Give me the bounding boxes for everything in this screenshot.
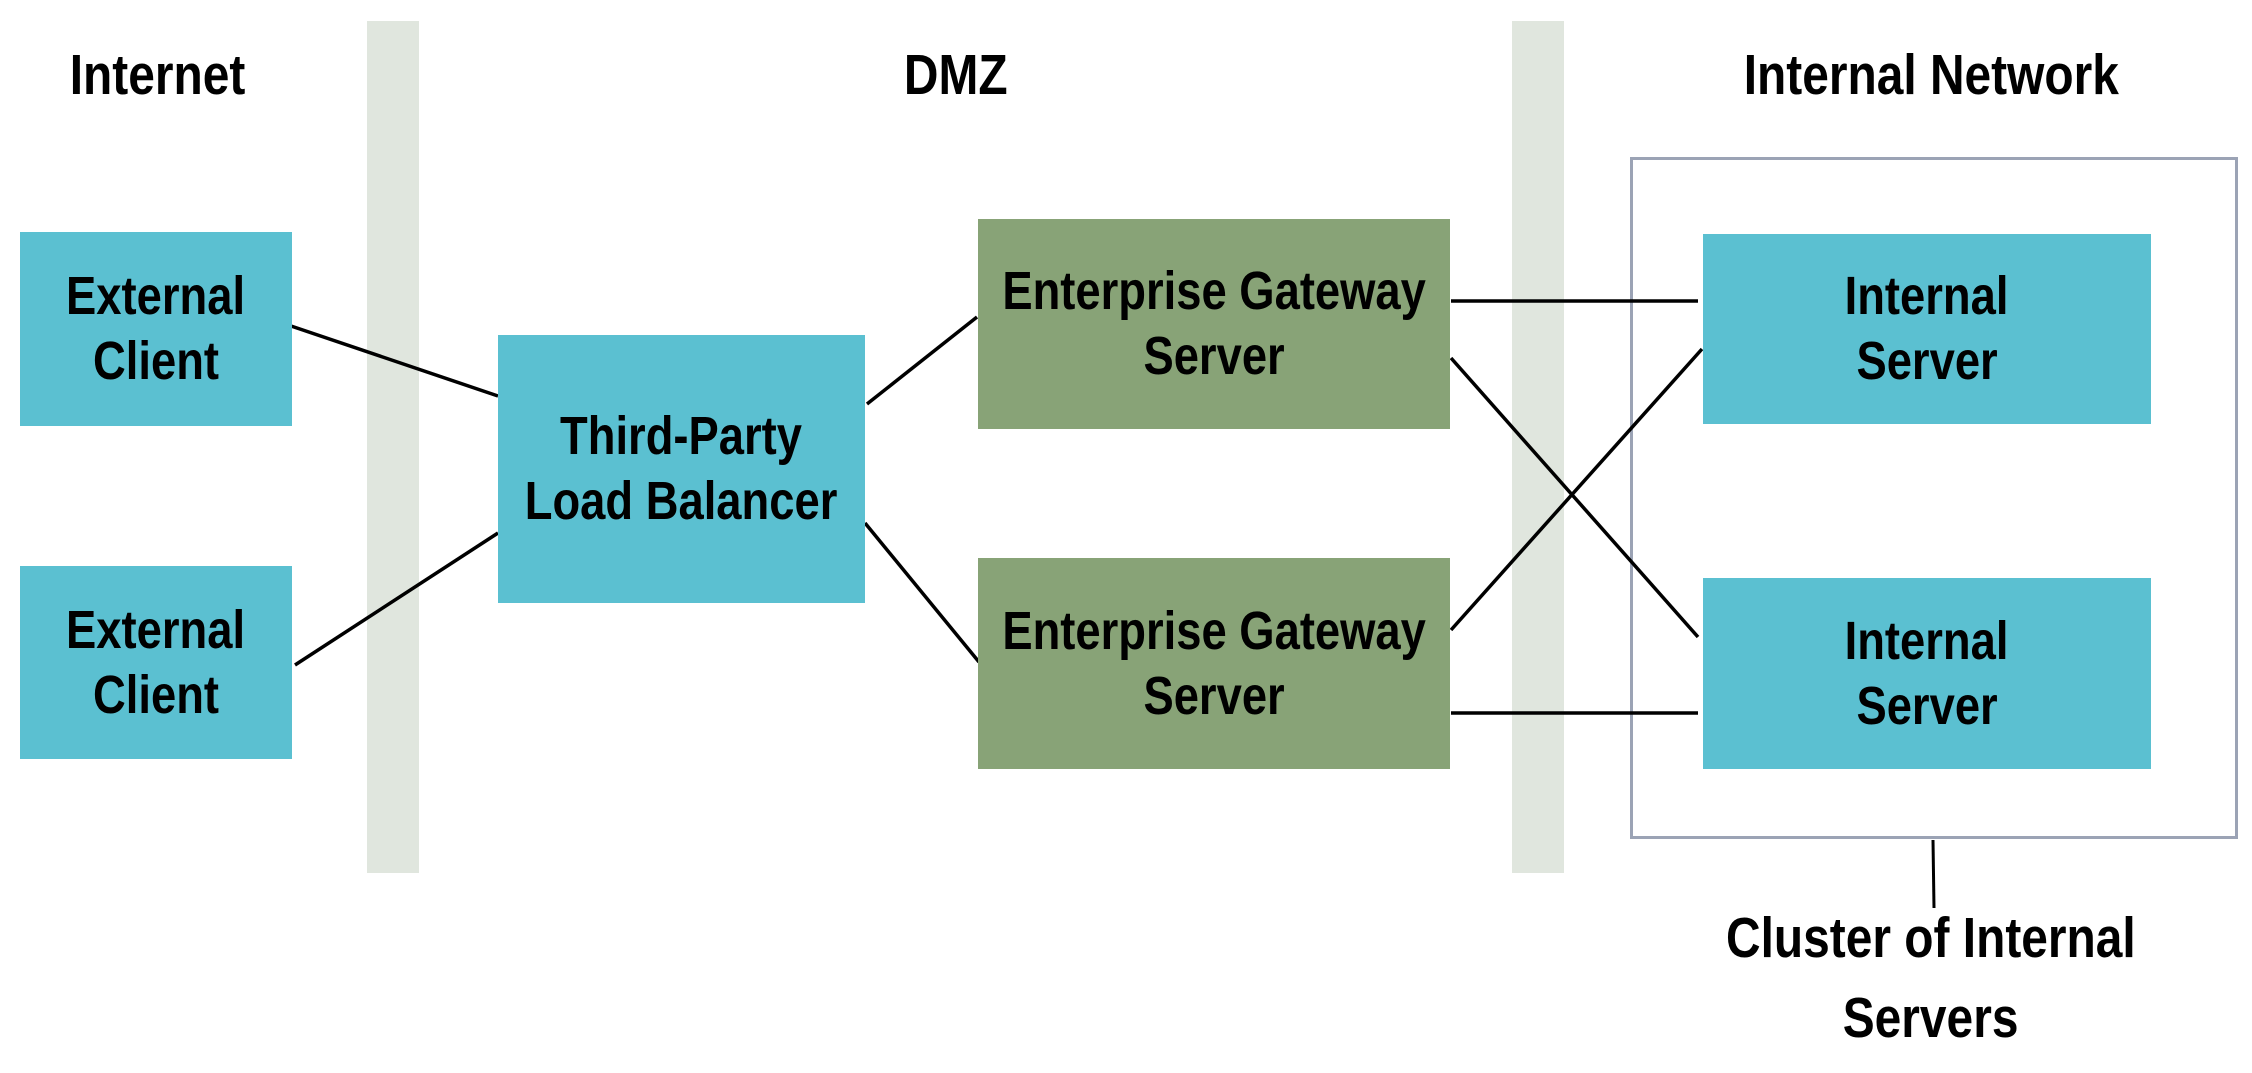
internal-server-1[interactable]: Internal Server [1703, 234, 2151, 424]
link-gateway-2-to-internal-server-1 [1449, 347, 1704, 632]
third-party-load-balancer[interactable]: Third-Party Load Balancer [498, 335, 865, 603]
node-label-line: Internal [1845, 610, 2009, 671]
enterprise-gateway-server-2[interactable]: Enterprise Gateway Server [978, 558, 1450, 769]
node-label-line: Client [92, 664, 219, 725]
node-label-line: Third-Party [560, 406, 803, 466]
dmz-internal-firewall-divider [1512, 21, 1564, 873]
node-label-line: External [66, 266, 246, 326]
cluster-caption-line: Cluster of Internal [1726, 906, 2136, 970]
node-label-line: Server [1856, 675, 1998, 736]
zone-label-internal-network-text: Internal Network [1743, 43, 2119, 107]
internet-dmz-firewall-divider [367, 21, 419, 873]
external-client-2[interactable]: External Client [20, 566, 292, 759]
node-label-line: Server [1143, 665, 1285, 726]
node-label-line: Enterprise Gateway [1002, 600, 1426, 661]
node-label-line: Load Balancer [525, 471, 838, 531]
zone-label-dmz-text: DMZ [904, 43, 1008, 107]
internal-server-2[interactable]: Internal Server [1703, 578, 2151, 769]
link-external-client-1-to-load-balancer [290, 324, 499, 398]
node-label-line: Client [92, 331, 219, 391]
cluster-caption: Cluster of Internal Servers [1631, 898, 2231, 1058]
node-label-line: Server [1143, 326, 1285, 386]
internal-server-cluster [1630, 157, 2238, 839]
zone-label-dmz: DMZ [656, 40, 1256, 110]
node-label-line: External [66, 599, 246, 660]
external-client-1[interactable]: External Client [20, 232, 292, 426]
node-label-line: Server [1856, 331, 1998, 391]
node-label-line: Internal [1845, 266, 2009, 326]
zone-label-internet: Internet [0, 40, 458, 110]
link-load-balancer-to-gateway-1 [865, 315, 979, 406]
zone-label-internal-network: Internal Network [1631, 40, 2231, 110]
link-external-client-2-to-load-balancer [294, 531, 499, 667]
link-gateway-1-to-internal-server-2 [1449, 356, 1700, 639]
zone-label-internet-text: Internet [70, 43, 246, 107]
enterprise-gateway-server-1[interactable]: Enterprise Gateway Server [978, 219, 1450, 429]
node-label-line: Enterprise Gateway [1002, 261, 1426, 321]
link-load-balancer-to-gateway-2 [863, 521, 981, 664]
cluster-caption-leader-line [1931, 839, 1936, 909]
cluster-caption-line: Servers [1843, 986, 2019, 1050]
